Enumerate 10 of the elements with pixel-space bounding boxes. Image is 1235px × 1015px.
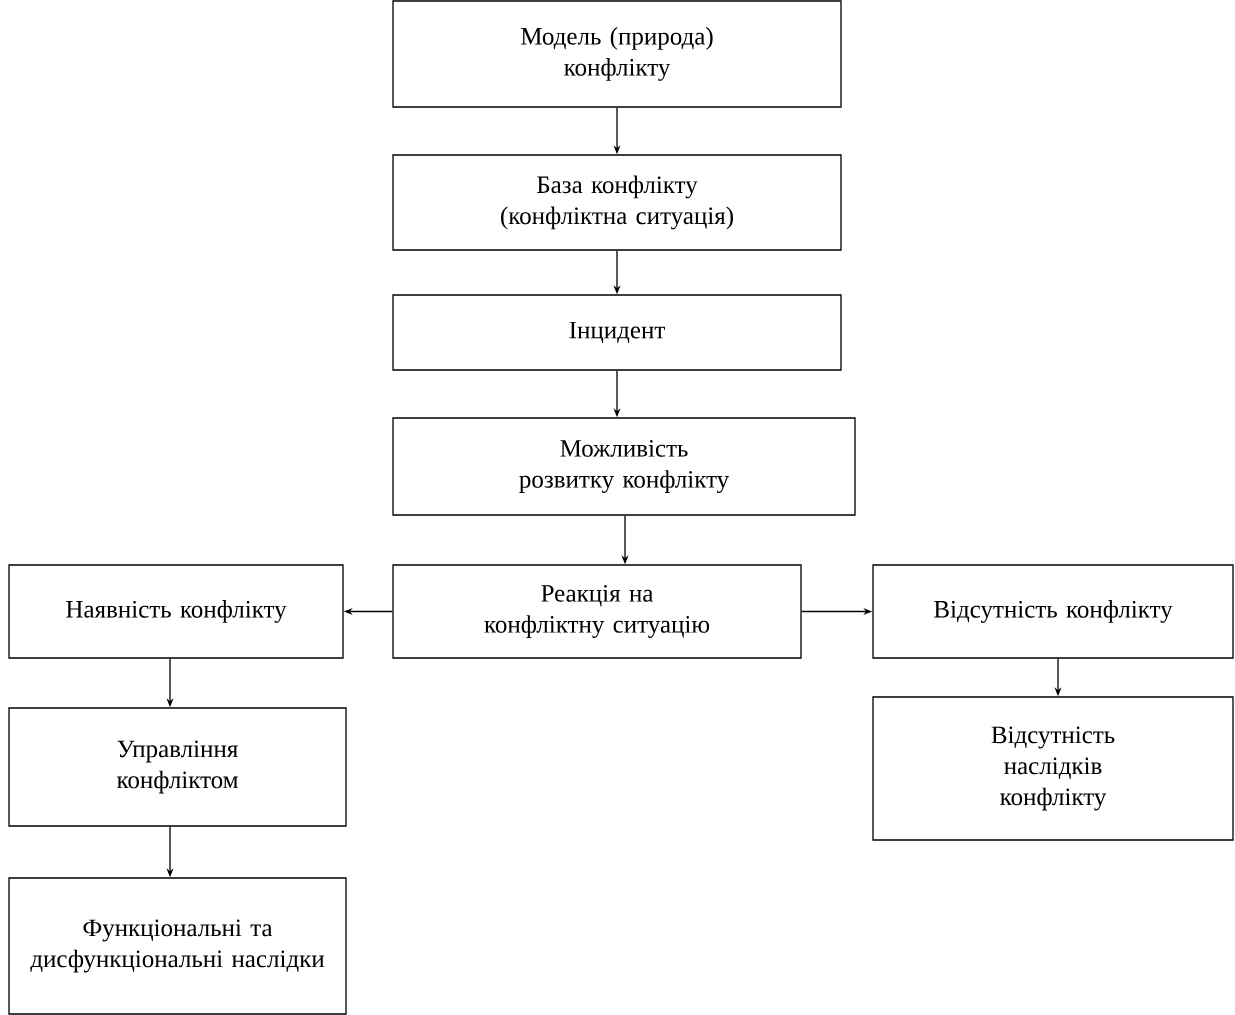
process-box: Модель (природа) конфлікту xyxy=(392,0,842,108)
process-box: База конфлікту (конфліктна ситуація) xyxy=(392,154,842,251)
process-box: Інцидент xyxy=(392,294,842,371)
process-box: Відсутність наслідків конфлікту xyxy=(872,696,1234,841)
process-box: Відсутність конфлікту xyxy=(872,564,1234,659)
process-box: Реакція на конфліктну ситуацію xyxy=(392,564,802,659)
process-box: Наявність конфлікту xyxy=(8,564,344,659)
process-box: Можливість розвитку конфлікту xyxy=(392,417,856,516)
process-box: Функціональні та дисфункціональні наслідки xyxy=(8,877,347,1015)
process-box: Управління конфліктом xyxy=(8,707,347,827)
